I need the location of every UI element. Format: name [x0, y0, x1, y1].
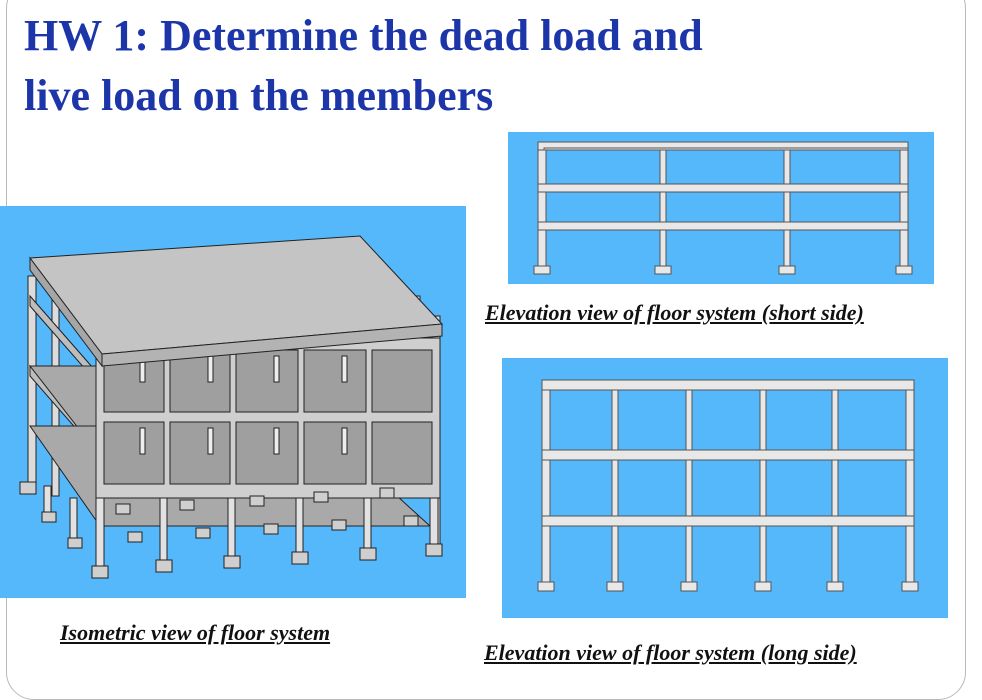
elevation-long-side-caption: Elevation view of floor system (long sid… [484, 640, 857, 665]
elevation-long-side-figure [502, 358, 948, 618]
elevation-short-side-figure [508, 132, 934, 284]
isometric-view-caption: Isometric view of floor system [60, 620, 331, 645]
slide-title: HW 1: Determine the dead load and live l… [24, 6, 703, 126]
slide-title-line-2: live load on the members [24, 71, 494, 120]
isometric-view-figure [0, 206, 466, 598]
elevation-short-side-caption: Elevation view of floor system (short si… [485, 300, 864, 325]
slide-title-line-1: HW 1: Determine the dead load and [24, 11, 703, 60]
